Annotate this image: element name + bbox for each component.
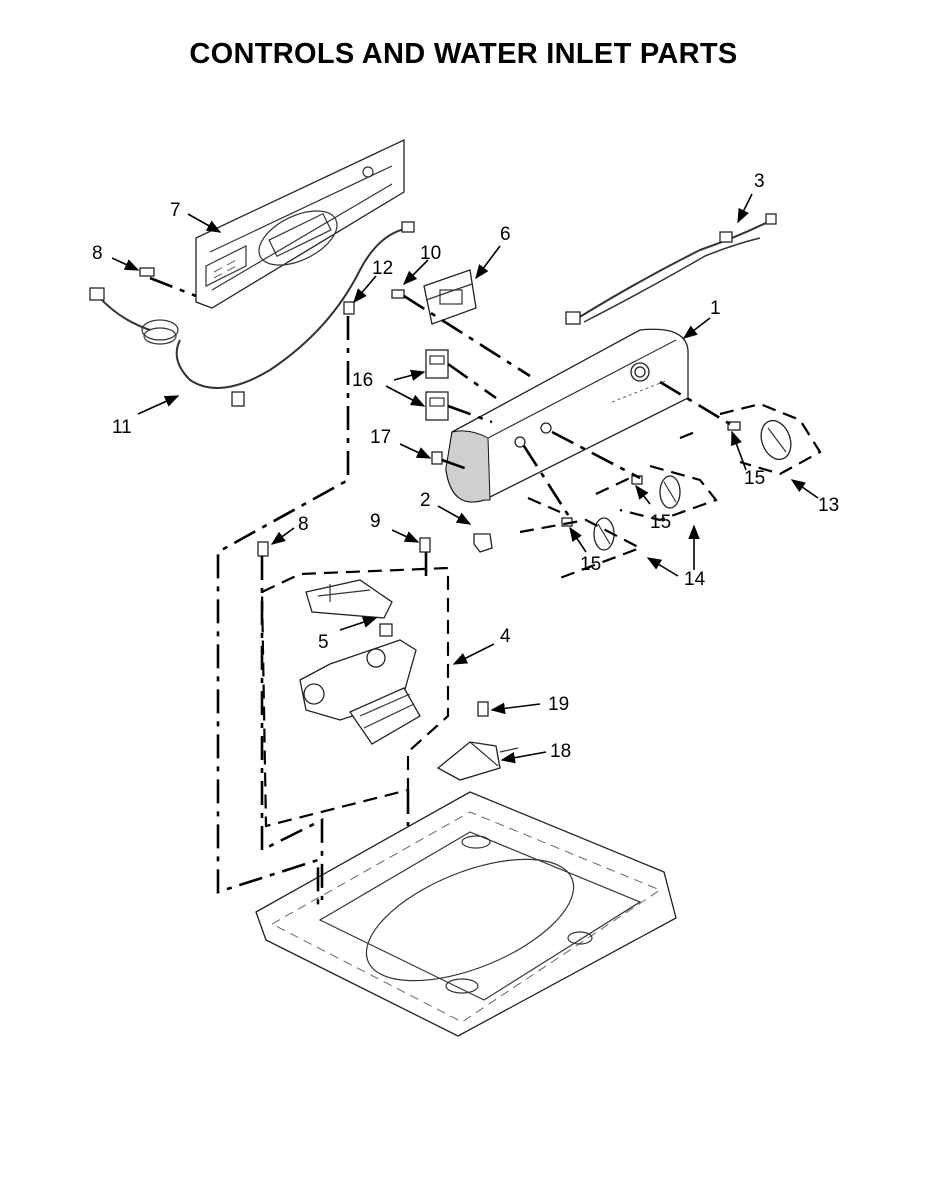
callout-6: 6	[500, 224, 511, 245]
wire-harness-part	[565, 213, 777, 325]
callout-1: 1	[710, 298, 721, 319]
rear-panel-part	[195, 138, 405, 309]
callout-8-top: 8	[92, 243, 103, 264]
knob-kit-outlines	[519, 402, 822, 580]
callout-15-right: 15	[744, 468, 765, 489]
callout-4: 4	[500, 626, 511, 647]
callout-7: 7	[170, 200, 181, 221]
water-valve-assembly	[299, 579, 421, 745]
callout-9: 9	[370, 511, 381, 532]
callout-19: 19	[548, 694, 569, 715]
cabinet-top-part	[255, 791, 677, 1037]
callout-18: 18	[550, 741, 571, 762]
callout-5: 5	[318, 632, 329, 653]
callout-labels: 7 8 10 12 6 3 1 11 16 17 2 15 13 15 15 1…	[92, 171, 839, 762]
callout-16: 16	[352, 370, 373, 391]
callout-11: 11	[112, 417, 132, 438]
power-cord-part	[89, 221, 415, 407]
knob-parts	[561, 419, 792, 551]
pressure-switch-part	[436, 741, 519, 781]
callout-2: 2	[420, 490, 431, 511]
callout-10: 10	[420, 243, 441, 264]
assembly-lines	[149, 276, 731, 910]
callout-12: 12	[372, 258, 393, 279]
switch-parts	[425, 349, 449, 421]
callout-15-middle: 15	[650, 512, 671, 533]
console-part	[445, 328, 689, 503]
control-board-part	[423, 269, 477, 325]
callout-17: 17	[370, 427, 391, 448]
callout-leaders	[111, 193, 819, 764]
small-clip-parts	[431, 451, 493, 553]
callout-15-left: 15	[580, 554, 601, 575]
page-title: CONTROLS AND WATER INLET PARTS	[189, 38, 738, 70]
valve-kit-outline	[260, 566, 450, 828]
callout-8-bottom: 8	[298, 514, 309, 535]
callout-3: 3	[754, 171, 765, 192]
callout-14: 14	[684, 569, 706, 590]
callout-13: 13	[818, 495, 839, 516]
